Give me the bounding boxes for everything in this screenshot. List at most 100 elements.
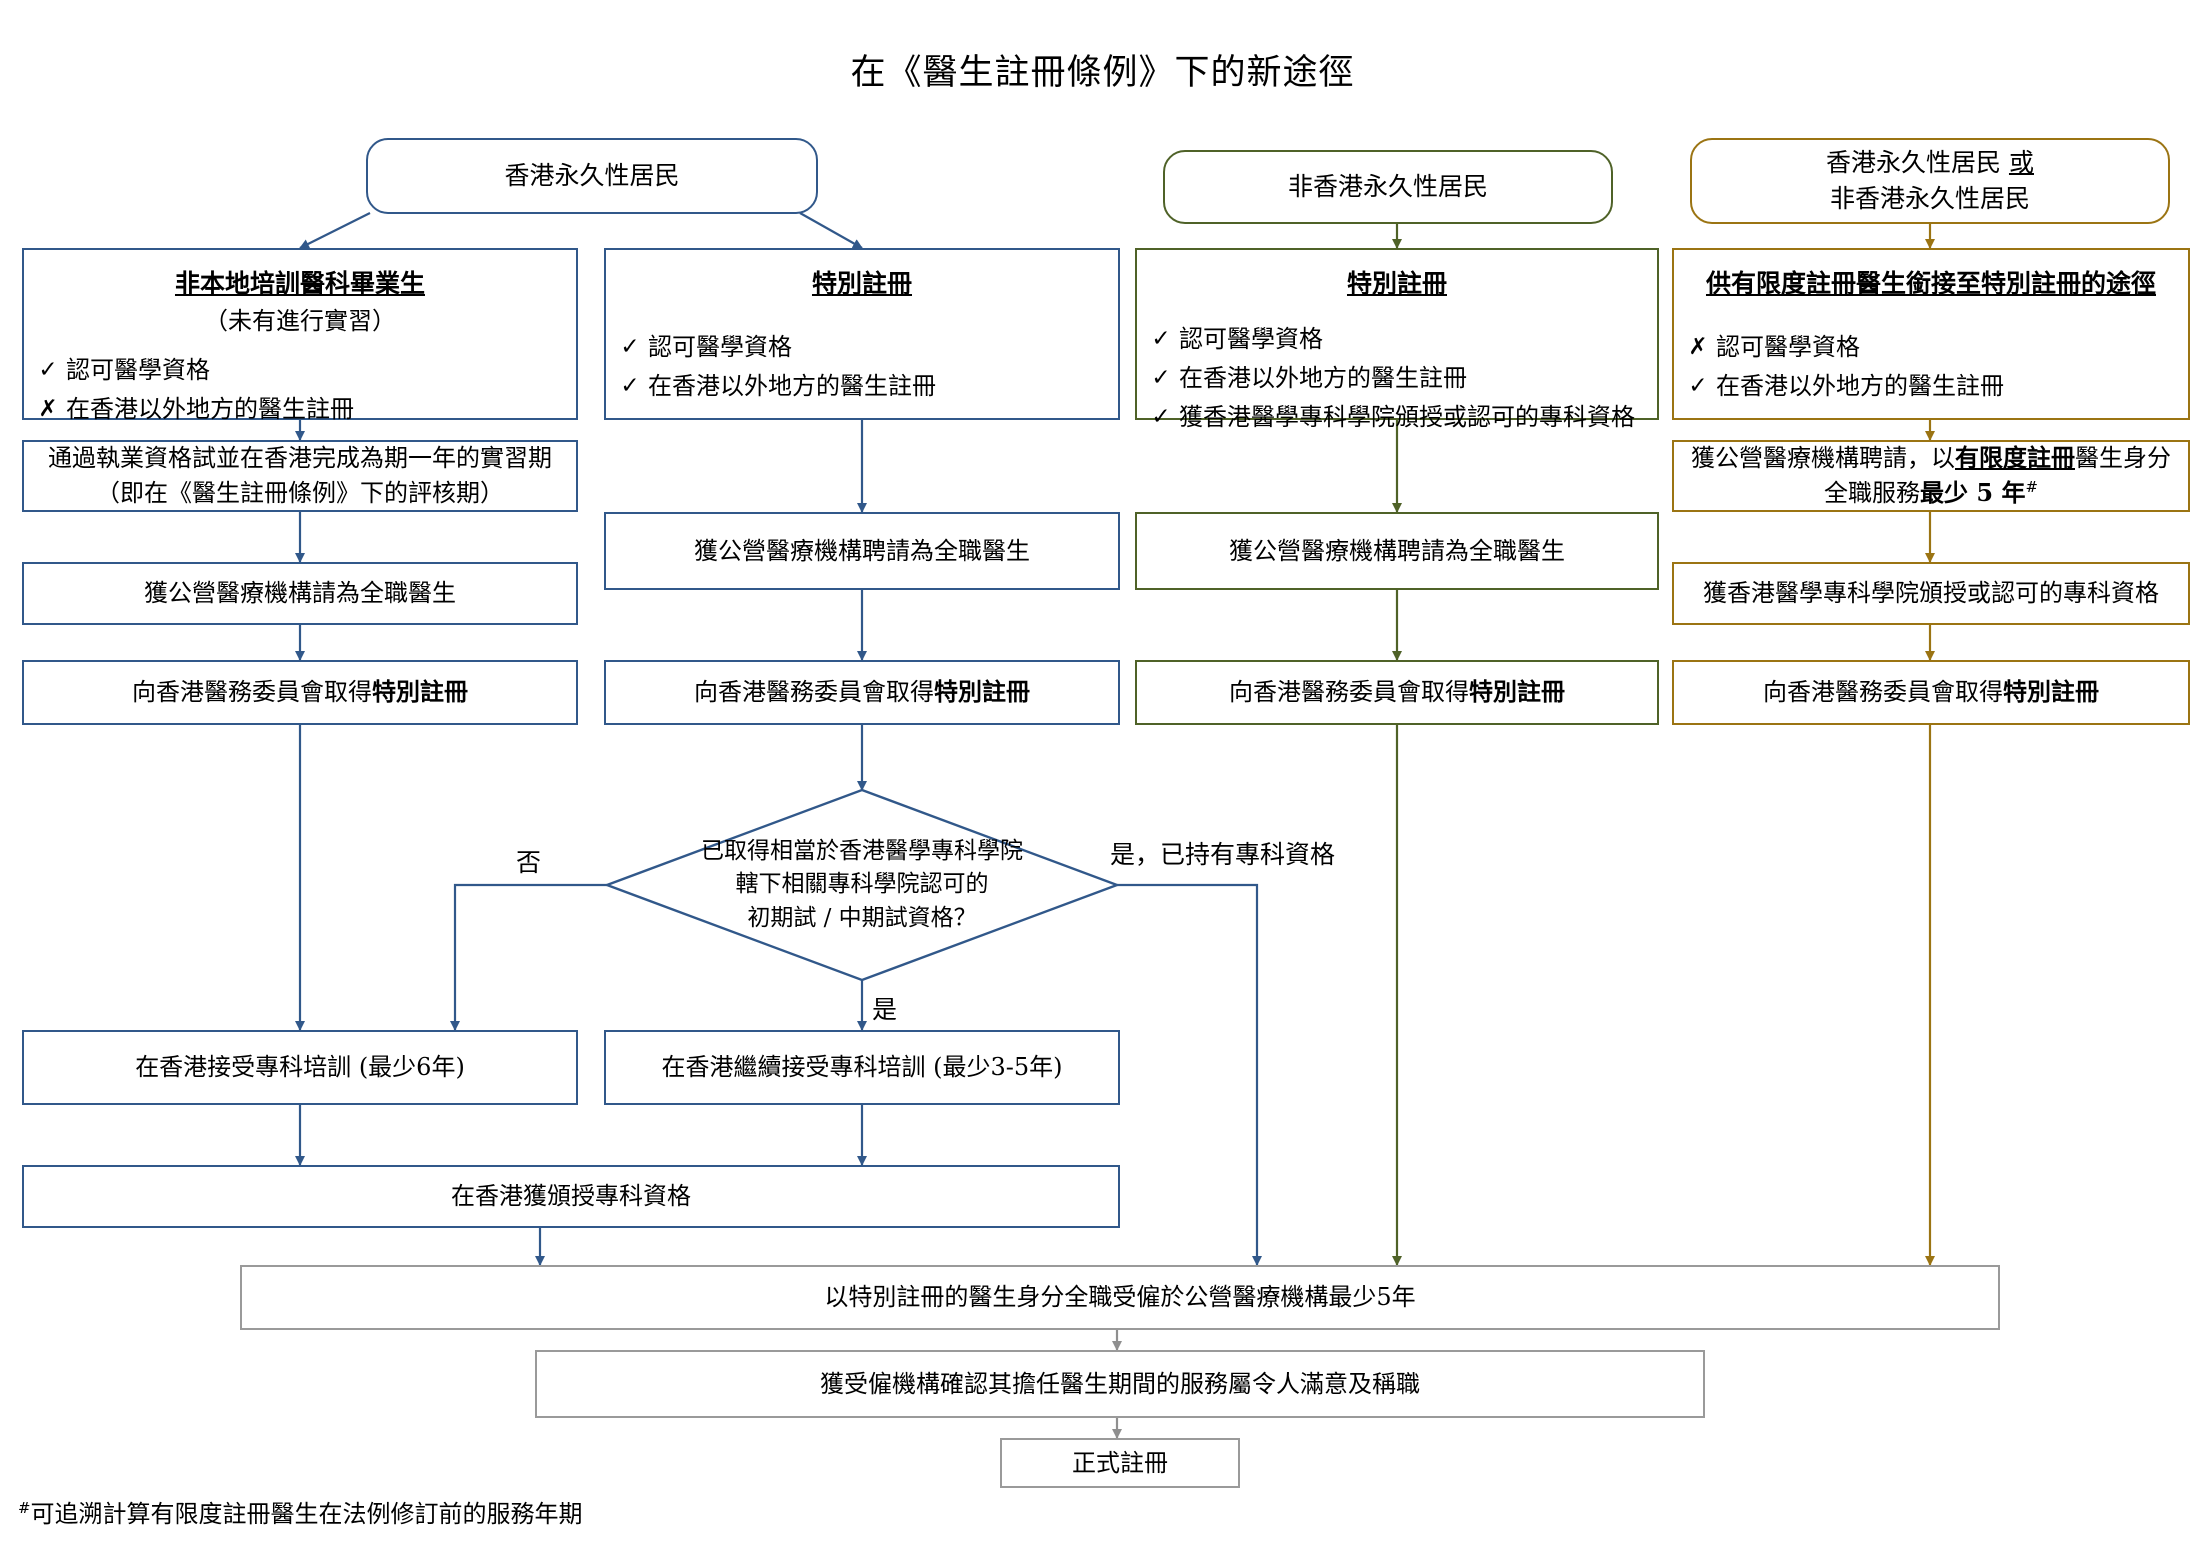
criteria-item: ✓ 認可醫學資格: [1151, 322, 1657, 357]
header-label-line1: 香港永久性居民 或: [1692, 145, 2168, 181]
criteria-text: 認可醫學資格: [66, 356, 210, 385]
registration-prefix: 向香港醫務委員會取得: [694, 678, 934, 707]
entry-subtitle: （未有進行實習）: [204, 307, 396, 336]
criteria-text: 獲香港醫學專科學院頒授或認可的專科資格: [1179, 402, 1635, 431]
step-box-col4-specialist-qualification[interactable]: 獲香港醫學專科學院頒授或認可的專科資格: [1672, 562, 2190, 625]
branch-label-no: 否: [516, 848, 542, 877]
step-box-col1-employment[interactable]: 獲公營醫療機構請為全職醫生: [22, 562, 578, 625]
criteria-list: ✓ 認可醫學資格 ✓ 在香港以外地方的醫生註冊 ✓ 獲香港醫學專科學院頒授或認可…: [1137, 322, 1657, 438]
footnote-text: 可追溯計算有限度註冊醫生在法例修訂前的服務年期: [30, 1500, 583, 1528]
registration-text: 向香港醫務委員會取得特別註冊: [1147, 675, 1647, 710]
registration-box-col3[interactable]: 向香港醫務委員會取得特別註冊: [1135, 660, 1659, 725]
page-title: 在《醫生註冊條例》下的新途徑: [850, 53, 1355, 93]
criteria-text: 在香港以外地方的醫生註冊: [648, 372, 936, 401]
criteria-item: ✓ 獲香港醫學專科學院頒授或認可的專科資格: [1151, 400, 1657, 435]
criteria-text: 在香港以外地方的醫生註冊: [1716, 372, 2004, 401]
registration-text: 向香港醫務委員會取得特別註冊: [616, 675, 1108, 710]
awarded-text: 在香港獲頒授專科資格: [451, 1182, 691, 1211]
footnote-marker-icon: #: [2025, 478, 2038, 496]
branch-label-yes-specialist: 是，已持有專科資格: [1110, 840, 1336, 869]
check-icon: ✓: [1151, 403, 1171, 430]
step-seg-1: 獲公營醫療機構聘請，以: [1691, 444, 1955, 473]
step-line-2: 全職服務最少 5 年#: [1684, 476, 2178, 511]
specialist-awarded-box[interactable]: 在香港獲頒授專科資格: [22, 1165, 1120, 1228]
branch-label-yes: 是: [872, 995, 898, 1024]
registration-text: 向香港醫務委員會取得特別註冊: [1684, 675, 2178, 710]
registration-box-col2[interactable]: 向香港醫務委員會取得特別註冊: [604, 660, 1120, 725]
registration-box-col1[interactable]: 向香港醫務委員會取得特別註冊: [22, 660, 578, 725]
footnote-marker: #: [18, 1499, 31, 1517]
header-either-resident[interactable]: 香港永久性居民 或 非香港永久性居民: [1690, 138, 2170, 224]
entry-box-col1[interactable]: 非本地培訓醫科畢業生 （未有進行實習） ✓ 認可醫學資格 ✗ 在香港以外地方的醫…: [22, 248, 578, 423]
header-label: 香港永久性居民: [504, 160, 680, 190]
step-line-1: 通過執業資格試並在香港完成為期一年的實習期: [48, 444, 552, 473]
registration-box-col4[interactable]: 向香港醫務委員會取得特別註冊: [1672, 660, 2190, 725]
criteria-item: ✗ 在香港以外地方的醫生註冊: [38, 392, 576, 427]
criteria-text: 認可醫學資格: [1179, 325, 1323, 354]
criteria-text: 在香港以外地方的醫生註冊: [1179, 364, 1467, 393]
step-box-col1-exam[interactable]: 通過執業資格試並在香港完成為期一年的實習期 （即在《醫生註冊條例》下的評核期）: [22, 440, 578, 512]
header-line1-text: 香港永久性居民: [1826, 147, 2002, 177]
cross-icon: ✗: [38, 395, 58, 422]
training-text: 在香港繼續接受專科培訓 (最少3-5年): [661, 1053, 1063, 1082]
header-hk-permanent-resident[interactable]: 香港永久性居民: [366, 138, 818, 214]
step-seg-limited-registration: 有限度註冊: [1955, 443, 2075, 473]
check-icon: ✓: [1151, 365, 1171, 392]
criteria-item: ✓ 在香港以外地方的醫生註冊: [620, 369, 1118, 404]
entry-title: 特別註冊: [811, 269, 912, 298]
criteria-list: ✓ 認可醫學資格 ✗ 在香港以外地方的醫生註冊: [24, 353, 576, 431]
registration-prefix: 向香港醫務委員會取得: [1763, 678, 2003, 707]
registration-type: 特別註冊: [2003, 677, 2099, 707]
entry-box-col4[interactable]: 供有限度註冊醫生銜接至特別註冊的途徑 ✗ 認可醫學資格 ✓ 在香港以外地方的醫生…: [1672, 248, 2190, 420]
footnote: #可追溯計算有限度註冊醫生在法例修訂前的服務年期: [18, 1494, 582, 1529]
full-registration-box[interactable]: 正式註冊: [1000, 1438, 1240, 1488]
entry-title: 供有限度註冊醫生銜接至特別註冊的途徑: [1705, 269, 2156, 298]
final-service-box[interactable]: 以特別註冊的醫生身分全職受僱於公營醫療機構最少5年: [240, 1265, 2000, 1330]
criteria-item: ✓ 在香港以外地方的醫生註冊: [1688, 369, 2188, 404]
decision-line-1: 已取得相當於香港醫學專科學院: [701, 837, 1023, 864]
registration-prefix: 向香港醫務委員會取得: [132, 678, 372, 707]
criteria-item: ✗ 認可醫學資格: [1688, 330, 2188, 365]
check-icon: ✓: [1688, 373, 1708, 400]
registration-prefix: 向香港醫務委員會取得: [1229, 678, 1469, 707]
training-box-full[interactable]: 在香港接受專科培訓 (最少6年): [22, 1030, 578, 1105]
step-box-col2-employment[interactable]: 獲公營醫療機構聘請為全職醫生: [604, 512, 1120, 590]
check-icon: ✓: [38, 357, 58, 384]
step-line2-duration: 最少 5 年: [1920, 478, 2026, 507]
criteria-text: 認可醫學資格: [648, 333, 792, 362]
step-line-1: 獲香港醫學專科學院頒授或認可的專科資格: [1703, 579, 2159, 608]
step-box-col4-limited-registration[interactable]: 獲公營醫療機構聘請，以有限度註冊醫生身分 全職服務最少 5 年#: [1672, 440, 2190, 512]
registration-type: 特別註冊: [1469, 677, 1565, 707]
decision-diamond[interactable]: 已取得相當於香港醫學專科學院 轄下相關專科學院認可的 初期試 / 中期試資格？: [662, 790, 1062, 980]
decision-line-3: 初期試 / 中期試資格？: [747, 904, 977, 931]
step-line-1: 獲公營醫療機構請為全職醫生: [144, 579, 456, 608]
final-confirmation-text: 獲受僱機構確認其擔任醫生期間的服務屬令人滿意及稱職: [820, 1369, 1420, 1398]
full-registration-text: 正式註冊: [1072, 1448, 1168, 1477]
final-service-text: 以特別註冊的醫生身分全職受僱於公營醫療機構最少5年: [824, 1283, 1416, 1312]
check-icon: ✓: [1151, 326, 1171, 353]
training-box-continue[interactable]: 在香港繼續接受專科培訓 (最少3-5年): [604, 1030, 1120, 1105]
step-box-col3-employment[interactable]: 獲公營醫療機構聘請為全職醫生: [1135, 512, 1659, 590]
step-line-2: （即在《醫生註冊條例》下的評核期）: [96, 479, 504, 507]
check-icon: ✓: [620, 373, 640, 400]
criteria-list: ✓ 認可醫學資格 ✓ 在香港以外地方的醫生註冊: [606, 330, 1118, 408]
header-non-hk-permanent-resident[interactable]: 非香港永久性居民: [1163, 150, 1613, 224]
step-line-1: 獲公營醫療機構聘請為全職醫生: [1229, 536, 1565, 565]
step-line-1: 獲公營醫療機構聘請為全職醫生: [694, 536, 1030, 565]
step-line2-prefix: 全職服務: [1824, 479, 1921, 507]
header-or-text: 或: [2008, 147, 2034, 177]
criteria-item: ✓ 在香港以外地方的醫生註冊: [1151, 361, 1657, 396]
entry-box-col3[interactable]: 特別註冊 ✓ 認可醫學資格 ✓ 在香港以外地方的醫生註冊 ✓ 獲香港醫學專科學院…: [1135, 248, 1659, 431]
final-confirmation-box[interactable]: 獲受僱機構確認其擔任醫生期間的服務屬令人滿意及稱職: [535, 1350, 1705, 1418]
header-label: 非香港永久性居民: [1287, 171, 1488, 201]
registration-type: 特別註冊: [372, 677, 468, 707]
criteria-item: ✓ 認可醫學資格: [38, 353, 576, 388]
registration-text: 向香港醫務委員會取得特別註冊: [34, 675, 566, 710]
entry-title: 特別註冊: [1346, 269, 1447, 298]
registration-type: 特別註冊: [934, 677, 1030, 707]
criteria-text: 認可醫學資格: [1716, 333, 1860, 362]
training-text: 在香港接受專科培訓 (最少6年): [135, 1053, 465, 1082]
step-line-1: 獲公營醫療機構聘請，以有限度註冊醫生身分: [1684, 441, 2178, 476]
entry-box-col2[interactable]: 特別註冊 ✓ 認可醫學資格 ✓ 在香港以外地方的醫生註冊: [604, 248, 1120, 420]
